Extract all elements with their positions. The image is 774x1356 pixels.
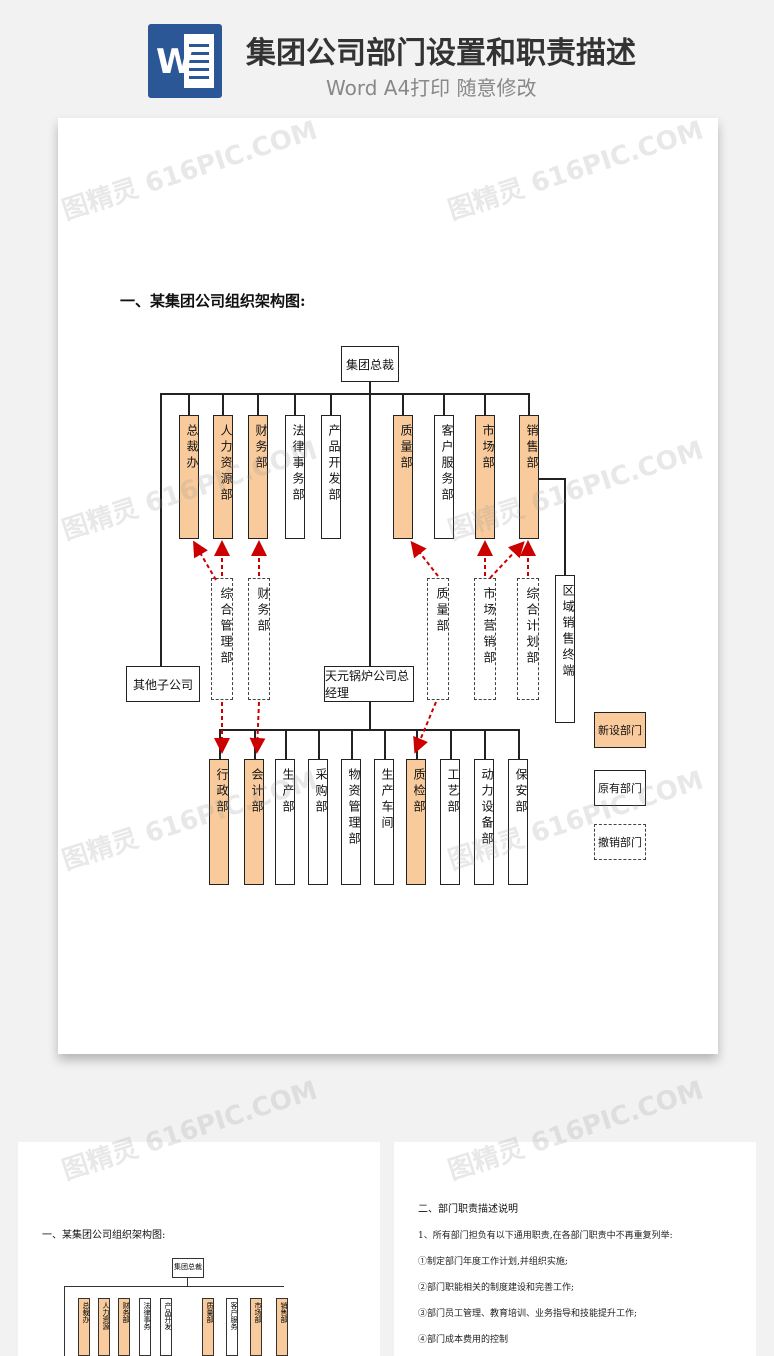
thumb2-heading: 二、部门职责描述说明 <box>418 1204 518 1215</box>
cancelled-general-mgmt: 综合管理部 <box>211 578 233 700</box>
dept-marketing: 市场部 <box>475 415 495 539</box>
dept-power-equipment: 动力设备部 <box>474 759 494 885</box>
thumb1-heading: 一、某集团公司组织架构图: <box>42 1230 166 1241</box>
thumb1-root: 集团总裁 <box>172 1258 204 1278</box>
dept-sales: 销售部 <box>519 415 539 539</box>
dept-president-office: 总裁办 <box>179 415 199 539</box>
cancelled-planning: 综合计划部 <box>517 578 539 700</box>
thumb2-line: ④部门成本费用的控制 <box>418 1335 509 1345</box>
word-document-icon: W <box>148 24 222 98</box>
transfer-arrows <box>192 540 536 754</box>
legend-new-dept: 新设部门 <box>594 712 646 748</box>
root-node: 集团总裁 <box>341 346 399 382</box>
org-chart-heading: 一、某集团公司组织架构图: <box>120 292 306 310</box>
dept-security: 保安部 <box>508 759 528 885</box>
thumb1-dept: 人力资源 <box>98 1298 110 1356</box>
page-subtitle: Word A4打印 随意修改 <box>326 76 537 100</box>
dept-finance: 财务部 <box>248 415 268 539</box>
dept-materials: 物资管理部 <box>341 759 361 885</box>
dept-production: 生产部 <box>275 759 295 885</box>
thumb1-dept: 产品开发 <box>160 1298 172 1356</box>
document-page: 一、某集团公司组织架构图: 集团总裁 总裁办 人力资源部 财务部 法律事务部 产… <box>58 118 718 1054</box>
thumb1-dept: 总裁办 <box>78 1298 90 1356</box>
cancelled-market-sales: 市场营销部 <box>474 578 496 700</box>
legend-cancelled-dept: 撤销部门 <box>594 824 646 860</box>
thumb2-line: ③部门员工管理、教育培训、业务指导和技能提升工作; <box>418 1309 638 1319</box>
regional-sales-terminal: 区域销售终端 <box>555 575 575 723</box>
cancelled-finance: 财务部 <box>248 578 270 700</box>
dept-process: 工艺部 <box>440 759 460 885</box>
thumb2-line: ②部门职能相关的制度建设和完善工作; <box>418 1283 575 1293</box>
page-title: 集团公司部门设置和职责描述 <box>246 36 636 71</box>
thumb1-dept: 市场部 <box>250 1298 262 1356</box>
thumb2-line: 1、所有部门担负有以下通用职责,在各部门职责中不再重复列举: <box>418 1231 673 1241</box>
dept-human-resources: 人力资源部 <box>213 415 233 539</box>
general-manager: 天元锅炉公司总经理 <box>324 666 414 702</box>
thumb1-dept: 法律事务 <box>139 1298 151 1356</box>
dept-purchasing: 采购部 <box>308 759 328 885</box>
dept-workshop: 生产车间 <box>374 759 394 885</box>
thumb1-dept: 客户服务 <box>226 1298 238 1356</box>
header: W 集团公司部门设置和职责描述 Word A4打印 随意修改 <box>0 0 774 110</box>
dept-accounting: 会计部 <box>244 759 264 885</box>
dept-quality-inspection: 质检部 <box>406 759 426 885</box>
dept-product-dev: 产品开发部 <box>321 415 341 539</box>
legend-existing-dept: 原有部门 <box>594 770 646 806</box>
cancelled-quality: 质量部 <box>427 578 449 700</box>
dept-customer-service: 客户服务部 <box>434 415 454 539</box>
thumb1-dept: 销售部 <box>276 1298 288 1356</box>
dept-quality: 质量部 <box>393 415 413 539</box>
page-thumbnail-1[interactable]: 一、某集团公司组织架构图: 集团总裁 总裁办 人力资源 财务部 法律事务 产品开… <box>18 1142 380 1356</box>
dept-legal: 法律事务部 <box>285 415 305 539</box>
dept-administration: 行政部 <box>209 759 229 885</box>
other-subsidiaries: 其他子公司 <box>126 666 200 702</box>
thumb1-dept: 质量部 <box>202 1298 214 1356</box>
thumb2-line: ①制定部门年度工作计划,并组织实施; <box>418 1257 568 1267</box>
page-thumbnail-2[interactable]: 二、部门职责描述说明 1、所有部门担负有以下通用职责,在各部门职责中不再重复列举… <box>394 1142 756 1356</box>
thumb1-dept: 财务部 <box>118 1298 130 1356</box>
